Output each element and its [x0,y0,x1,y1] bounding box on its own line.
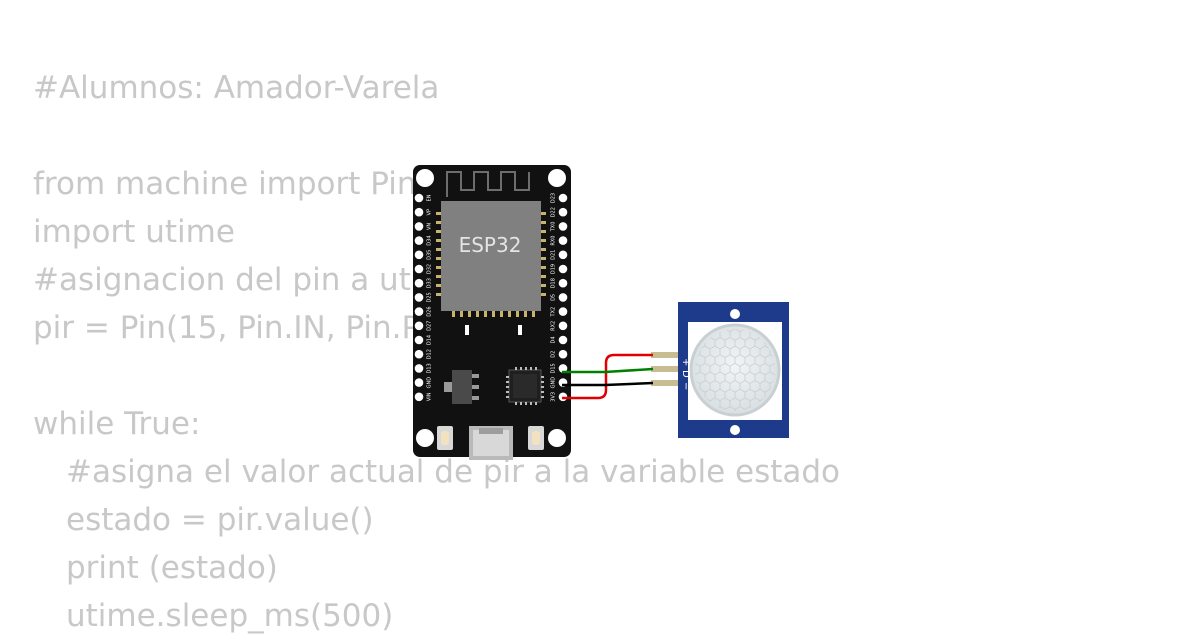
esp32-board[interactable]: ESP32 [413,165,571,460]
reset-button[interactable] [528,426,544,450]
pin-label: D19 [551,264,557,274]
pin-label: VN [427,223,433,230]
pir-label-gnd: − [680,382,691,390]
pin-label: D34 [427,235,433,245]
pin-label: TX0 [551,222,557,233]
pin-label: D23 [551,193,557,203]
mounting-hole [548,169,566,187]
smd-component [465,325,469,335]
board-pin[interactable] [414,378,424,387]
pir-mounting-hole [730,425,740,435]
pin-label: VP [427,209,433,215]
pir-mounting-hole [730,309,740,319]
code-line: #Alumnos: Amador-Varela [33,70,440,106]
pin-label: RX0 [551,236,557,246]
pin-label: RX2 [551,321,557,331]
board-pin[interactable] [558,307,568,316]
pir-fresnel-pattern [695,329,775,411]
code-line: import utime [33,214,235,250]
code-line: #asignacion del pin a utilizar [33,262,485,298]
code-line: print (estado) [66,550,278,586]
code-editor: #Alumnos: Amador-Varela from machine impo… [33,64,840,640]
pin-label: TX2 [551,307,557,318]
board-pin[interactable] [558,264,568,274]
pin-label: D26 [427,306,433,316]
board-pin[interactable] [414,392,424,402]
micro-usb-port[interactable] [469,426,513,460]
mounting-hole [416,169,434,187]
board-pin[interactable] [558,250,568,260]
board-pin[interactable] [558,278,568,288]
pir-pin-gnd[interactable] [651,380,679,386]
board-pin[interactable] [414,222,424,231]
board-pin[interactable] [558,236,568,245]
board-pin[interactable] [558,293,568,302]
board-pin[interactable] [414,293,424,302]
pin-label: D14 [427,335,433,345]
pir-pin-data[interactable] [651,366,679,372]
pin-label: D32 [427,264,433,274]
pin-label: GND [551,377,557,389]
code-line: from machine import Pin [33,166,417,202]
boot-button[interactable] [437,426,453,450]
board-pin[interactable] [414,349,424,359]
pin-label: D12 [427,349,433,359]
pin-label: D21 [551,250,557,260]
pir-label-vcc: + [680,358,691,366]
wire-power[interactable] [562,353,653,400]
board-pin[interactable] [558,207,568,217]
board-pin[interactable] [414,236,424,245]
usb-serial-chip [506,367,544,405]
mounting-hole [416,429,434,447]
pir-label-data: D [680,370,691,378]
pin-label: GND [427,377,433,389]
pin-label: D15 [551,363,557,373]
pin-label: D22 [551,207,557,217]
voltage-regulator [444,370,479,404]
pin-label: D5 [551,294,557,301]
board-pin[interactable] [558,364,568,373]
board-pin[interactable] [558,222,568,231]
chip-pads [436,212,546,317]
esp32-chip [441,201,541,311]
code-line: #asigna el valor actual de pir a la vari… [66,454,841,490]
board-pin[interactable] [414,335,424,345]
antenna-trace [446,171,530,197]
pin-label: D25 [427,292,433,302]
pin-label: D13 [427,363,433,373]
pin-label: VIN [427,392,433,401]
pin-label: 3V3 [551,392,557,402]
wire-ground[interactable] [562,381,654,387]
pin-label: D33 [427,278,433,288]
chip-label: ESP32 [459,233,522,257]
board-pin[interactable] [414,278,424,288]
board-pin[interactable] [558,335,568,345]
pin-label: D2 [551,351,557,358]
wire-signal[interactable] [562,367,654,374]
pin-label: D27 [427,321,433,331]
code-line: estado = pir.value() [66,502,374,538]
code-line: while True: [33,406,201,442]
board-pin[interactable] [414,321,424,331]
board-pin[interactable] [414,193,424,203]
pir-pin-vcc[interactable] [651,352,679,358]
board-pin[interactable] [414,264,424,274]
pin-label: D35 [427,250,433,260]
board-pin[interactable] [558,321,568,331]
pir-sensor[interactable]: + D − [651,302,789,438]
code-line: utime.sleep_ms(500) [66,598,394,634]
board-pin[interactable] [558,193,568,203]
board-pin[interactable] [558,349,568,359]
mounting-hole [548,429,566,447]
board-pin[interactable] [414,307,424,316]
board-pin[interactable] [414,207,424,217]
pin-label: D18 [551,278,557,288]
smd-component [518,325,522,335]
pin-label: EN [427,194,433,201]
board-pin[interactable] [414,250,424,260]
board-pin[interactable] [414,364,424,373]
pin-label: D4 [551,336,557,343]
